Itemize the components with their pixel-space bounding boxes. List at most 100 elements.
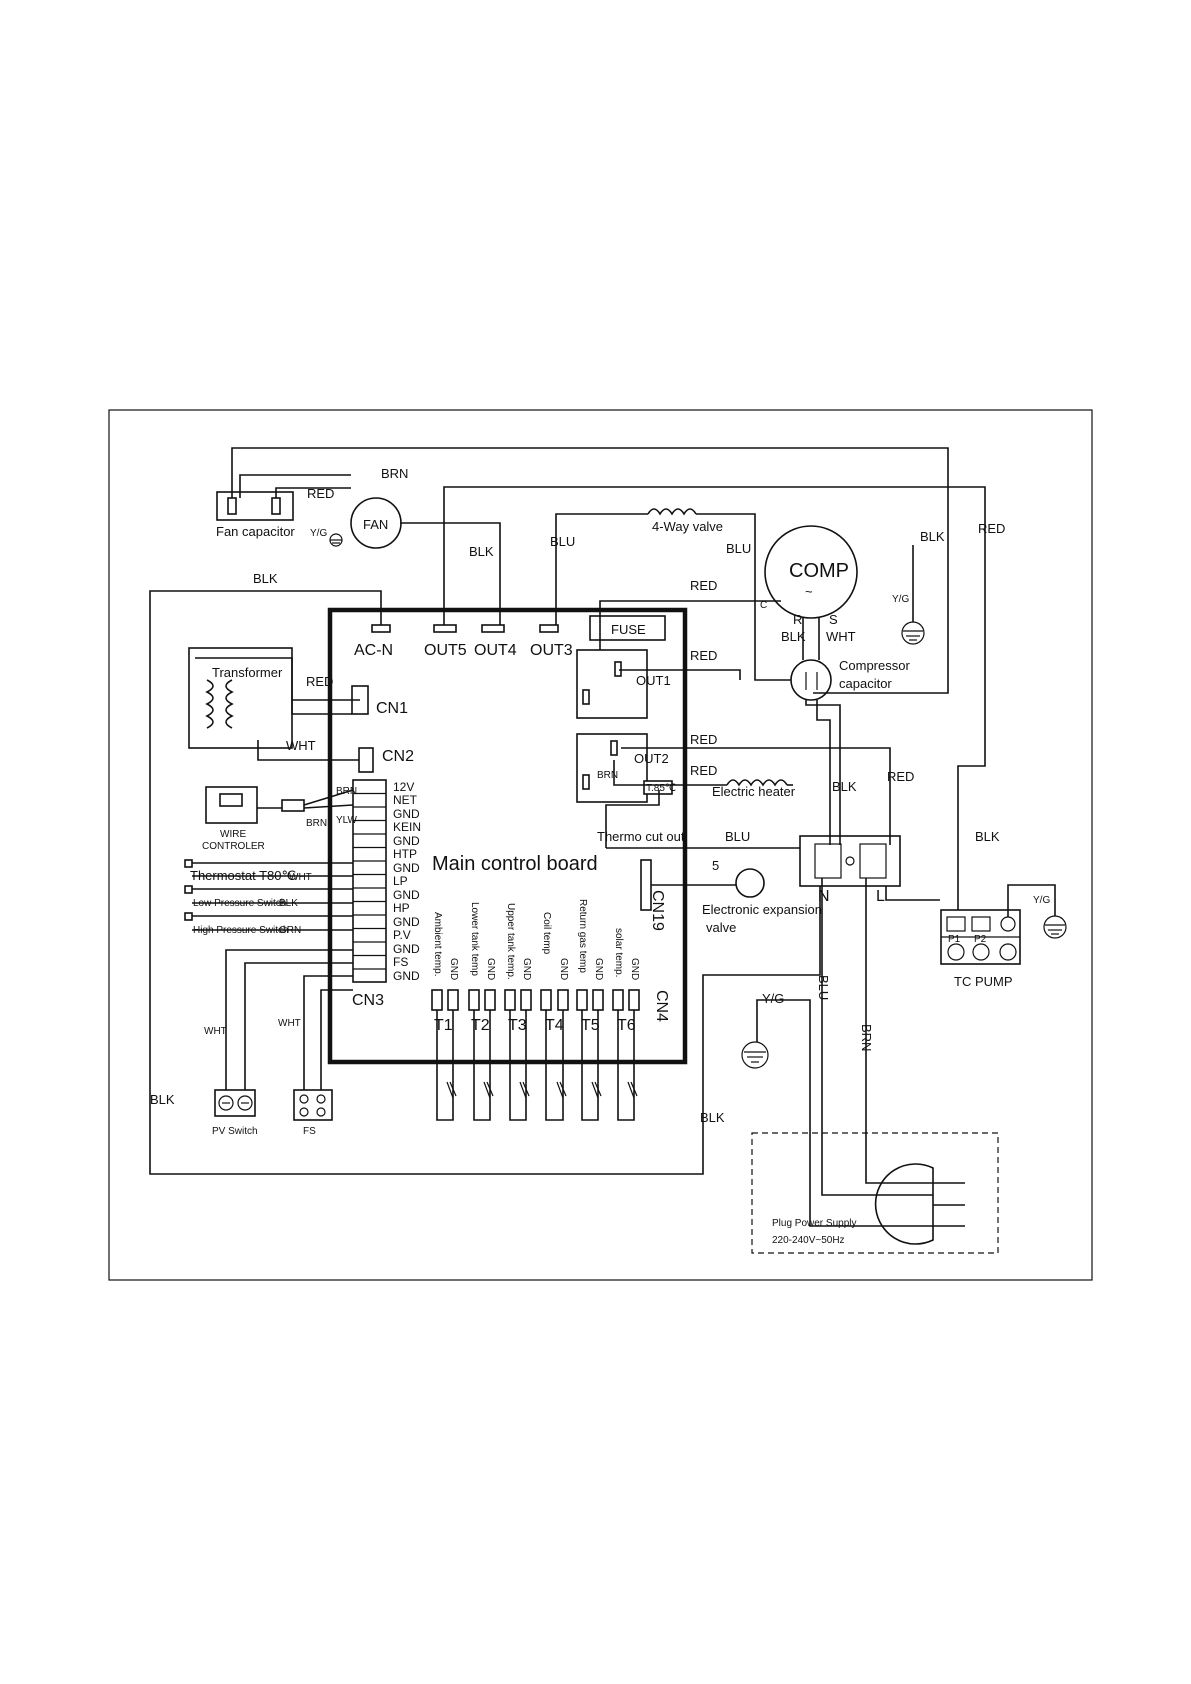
compressor-yg-label: Y/G	[892, 594, 909, 605]
cn4-pin: GND	[521, 958, 532, 980]
cn3-pin: GND	[393, 942, 420, 956]
out1-relay	[576, 649, 648, 719]
wire-blk-label: BLK	[832, 779, 857, 794]
cn4-pin: Coil temp	[541, 912, 552, 955]
wire-controller-connector	[281, 799, 305, 812]
wire-color-labels: BLK BLK BLU BLU BLK RED RED RED RED RED …	[150, 521, 1005, 1125]
sensor-labels: T1 T2 T3 T4 T5 T6	[434, 1017, 636, 1034]
transformer-red-label: RED	[306, 674, 333, 689]
acn-connector	[371, 624, 391, 633]
wire-blk-label: BLK	[253, 571, 278, 586]
expansion-valve-label: Electronic expansion	[702, 902, 822, 917]
power-ground-icon	[741, 1041, 769, 1069]
thermostat-wht-label: WHT	[289, 872, 312, 883]
transformer-wht-label: WHT	[286, 738, 316, 753]
transformer-secondary-coil	[225, 679, 234, 729]
cn3-pin: GND	[393, 969, 420, 983]
thermistor-symbols	[446, 1081, 638, 1099]
acn-label: AC-N	[354, 642, 393, 659]
out3-label: OUT3	[530, 642, 573, 659]
fs-switch	[293, 1089, 333, 1121]
cn3-pin: LP	[393, 874, 408, 888]
cn4-pin: GND	[558, 958, 569, 980]
pv-switch-label: PV Switch	[212, 1126, 258, 1137]
compressor-r-terminal: R	[793, 612, 802, 627]
cn3-pin: NET	[393, 793, 418, 807]
wire-blu-label: BLU	[550, 534, 575, 549]
main-control-board	[327, 607, 688, 1065]
fan-capacitor-terminal-b	[271, 497, 281, 515]
cn4-pin: Upper tank temp.	[505, 903, 516, 980]
transformer-label: Transformer	[212, 665, 283, 680]
cn1-label: CN1	[376, 700, 408, 717]
cn2-label: CN2	[382, 748, 414, 765]
wire-blk-label: BLK	[975, 829, 1000, 844]
wire-red-label: RED	[690, 648, 717, 663]
cn4-pin-row	[431, 989, 640, 1011]
cn4-pin: GND	[629, 958, 640, 980]
out2-contact-b	[610, 740, 618, 756]
wire-blu-label: BLU	[816, 975, 831, 1000]
sensor-t6: T6	[617, 1017, 636, 1034]
sensor-t2: T2	[471, 1017, 490, 1034]
plug-icon	[874, 1163, 934, 1245]
electric-heater-coil	[726, 779, 788, 787]
cn3-pin: GND	[393, 834, 420, 848]
pv-switch	[214, 1089, 256, 1117]
electric-heater-label: Electric heater	[712, 784, 796, 799]
compressor-capacitor-label: Compressor	[839, 658, 910, 673]
plug-label: Plug Power Supply	[772, 1218, 857, 1229]
wire-red-label: RED	[690, 763, 717, 778]
fan-capacitor-terminal-a	[227, 497, 237, 515]
expansion-valve-num: 5	[712, 858, 719, 873]
wire-brn-label: BRN	[859, 1024, 874, 1051]
cn4-label: CN4	[653, 990, 670, 1022]
cn3-pin: FS	[393, 955, 408, 969]
sensor-t5: T5	[581, 1017, 600, 1034]
wire-controller-label2: CONTROLER	[202, 841, 265, 852]
plug-enclosure	[751, 1132, 999, 1254]
cn4-pin: solar temp.	[613, 928, 624, 977]
cn3-pin: GND	[393, 915, 420, 929]
cn4-pin: GND	[593, 958, 604, 980]
wire-controller-label: WIRE	[220, 829, 246, 840]
cn4-pin-labels: Ambient temp. GND Lower tank temp GND Up…	[432, 899, 640, 980]
out3-connector	[539, 624, 559, 633]
tc-pump-p1: P1	[948, 934, 961, 945]
fan-yg-label: Y/G	[310, 528, 327, 539]
out2-label: OUT2	[634, 751, 669, 766]
fuse-label: FUSE	[611, 622, 646, 637]
l-terminal-label: L	[876, 888, 885, 905]
wire-blu-label: BLU	[726, 541, 751, 556]
board-title: Main control board	[432, 853, 598, 875]
wire-blk-label: BLK	[920, 529, 945, 544]
compressor-label: COMP	[789, 560, 849, 582]
cn3-label: CN3	[352, 992, 384, 1009]
thermostat-terminal	[184, 859, 193, 868]
power-yg-label: Y/G	[762, 991, 784, 1006]
tc-pump-ground-icon	[1043, 915, 1067, 939]
compressor-c-terminal: C	[760, 600, 767, 611]
lps-terminal	[184, 885, 193, 894]
tc-pump-label: TC PUMP	[954, 974, 1013, 989]
wire-blk-label: BLK	[150, 1092, 175, 1107]
wire-red-label: RED	[978, 521, 1005, 536]
cn3-pin-strip	[352, 779, 387, 983]
cn4-pin: GND	[448, 958, 459, 980]
compressor-wht-label: WHT	[826, 629, 856, 644]
wire-red-label: RED	[690, 732, 717, 747]
out5-label: OUT5	[424, 642, 467, 659]
thermistor-loops	[436, 1010, 635, 1121]
out4-connector	[481, 624, 505, 633]
compressor-s-terminal: S	[829, 612, 838, 627]
cn3-pin: HP	[393, 901, 410, 915]
compressor-blk-label: BLK	[781, 629, 806, 644]
thermo-cutout-rating: T.85℃	[646, 783, 676, 794]
cn3-pin: GND	[393, 888, 420, 902]
transformer-primary-coil	[205, 679, 214, 729]
cn3-pin: P.V	[393, 928, 411, 942]
compressor-capacitor-label2: capacitor	[839, 676, 892, 691]
cn4-pin: Return gas temp	[577, 899, 588, 973]
cn4-pin: Ambient temp.	[432, 912, 443, 976]
